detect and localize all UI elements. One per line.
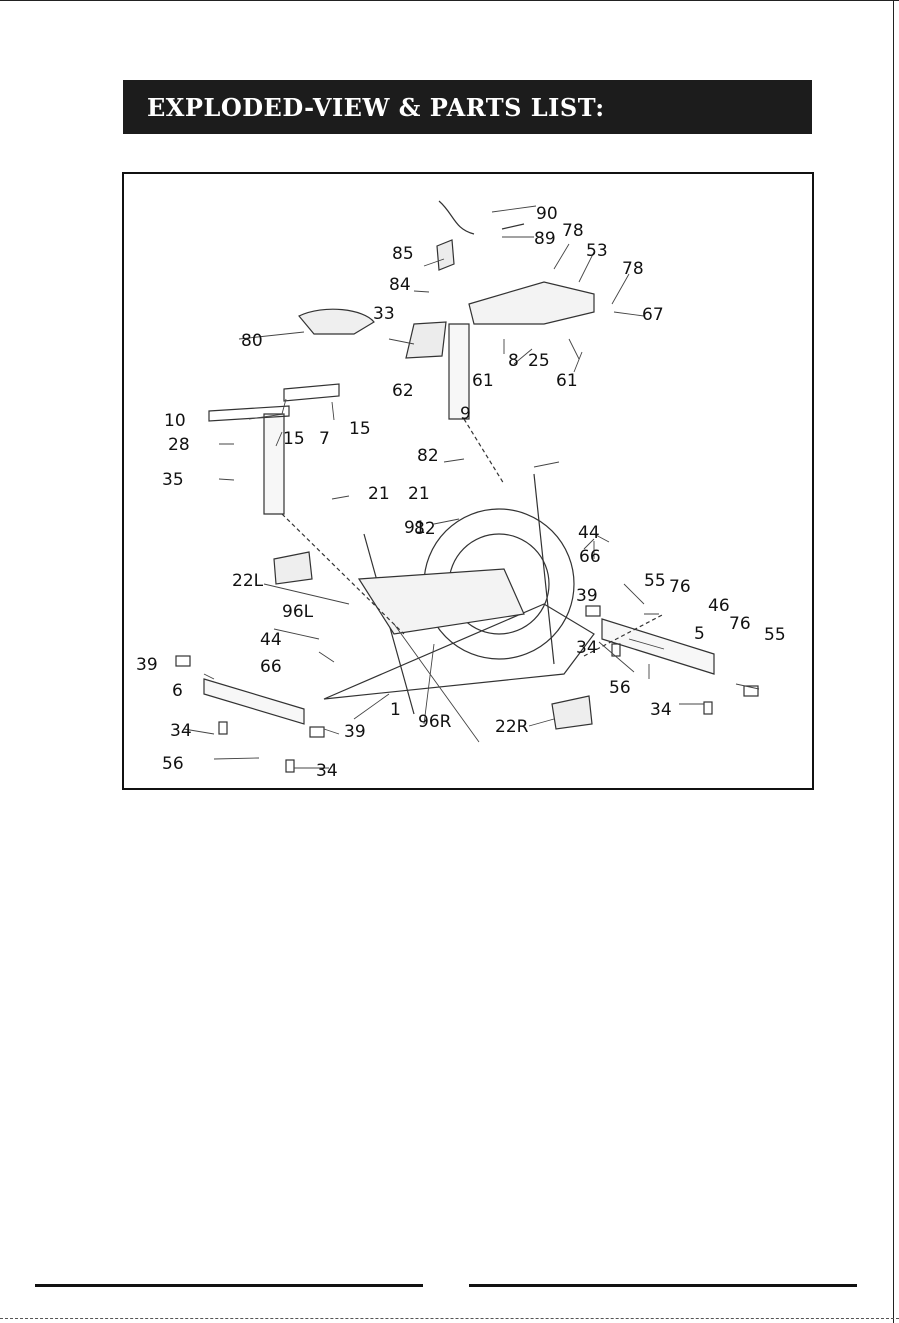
footer-rule-right: [469, 1284, 857, 1287]
part-label: 15: [283, 429, 305, 449]
left-pedal: [274, 552, 312, 584]
seat-post: [264, 414, 284, 514]
part-label: 56: [162, 754, 184, 774]
end-cap: [176, 656, 190, 666]
chain-guard: [359, 569, 524, 634]
part-label: 44: [260, 630, 282, 650]
page-edge-bottom: [0, 1318, 899, 1320]
part-label: 53: [586, 241, 608, 261]
part-label: 90: [536, 204, 558, 224]
part-label: 34: [316, 761, 338, 781]
part-label: 9: [460, 404, 471, 424]
part-label: 7: [319, 429, 330, 449]
page-title: EXPLODED-VIEW & PARTS LIST:: [147, 93, 605, 122]
handlebar: [469, 282, 594, 324]
part-label: 5: [694, 624, 705, 644]
part-label: 35: [162, 470, 184, 490]
part-label: 84: [389, 275, 411, 295]
part-label: 76: [669, 577, 691, 597]
part-label: 67: [642, 305, 664, 325]
part-label: 33: [373, 304, 395, 324]
footer-rule-left: [35, 1284, 423, 1287]
part-label: 28: [168, 435, 190, 455]
bottle-holder: [406, 322, 446, 358]
part-label: 56: [609, 678, 631, 698]
part-label: 85: [392, 244, 414, 264]
part-label: 96R: [418, 712, 452, 732]
part-label: 39: [576, 586, 598, 606]
part-label: 22R: [495, 717, 529, 737]
part-label: 10: [164, 411, 186, 431]
part-label: 78: [562, 221, 584, 241]
computer: [437, 240, 454, 270]
part-label: 78: [622, 259, 644, 279]
part-label: 6: [172, 681, 183, 701]
part-label: 91: [404, 518, 426, 538]
part-label: 61: [556, 371, 578, 391]
part-label: 39: [344, 722, 366, 742]
part-label: 76: [729, 614, 751, 634]
part-label: 21: [368, 484, 390, 504]
page-edge-right: [893, 0, 894, 1323]
part-label: 44: [578, 523, 600, 543]
part-label: 25: [528, 351, 550, 371]
part-label: 66: [579, 547, 601, 567]
part-label: 80: [241, 331, 263, 351]
part-label: 34: [170, 721, 192, 741]
part-label: 96L: [282, 602, 314, 622]
part-label: 89: [534, 229, 556, 249]
part-label: 8: [508, 351, 519, 371]
part-label: 55: [644, 571, 666, 591]
part-label: 66: [260, 657, 282, 677]
page-edge-top: [0, 0, 899, 1]
title-banner: EXPLODED-VIEW & PARTS LIST:: [123, 80, 812, 134]
part-label: 62: [392, 381, 414, 401]
part-label: 46: [708, 596, 730, 616]
part-label: 21: [408, 484, 430, 504]
part-label: 15: [349, 419, 371, 439]
part-label: 34: [576, 638, 598, 658]
part-label: 61: [472, 371, 494, 391]
rear-stabilizer: [204, 679, 304, 724]
part-label: 82: [417, 446, 439, 466]
saddle: [299, 309, 374, 334]
part-label: 39: [136, 655, 158, 675]
part-label: 34: [650, 700, 672, 720]
part-label: 1: [390, 700, 401, 720]
part-label: 55: [764, 625, 786, 645]
part-label: 22L: [232, 571, 264, 591]
right-pedal: [552, 696, 592, 729]
